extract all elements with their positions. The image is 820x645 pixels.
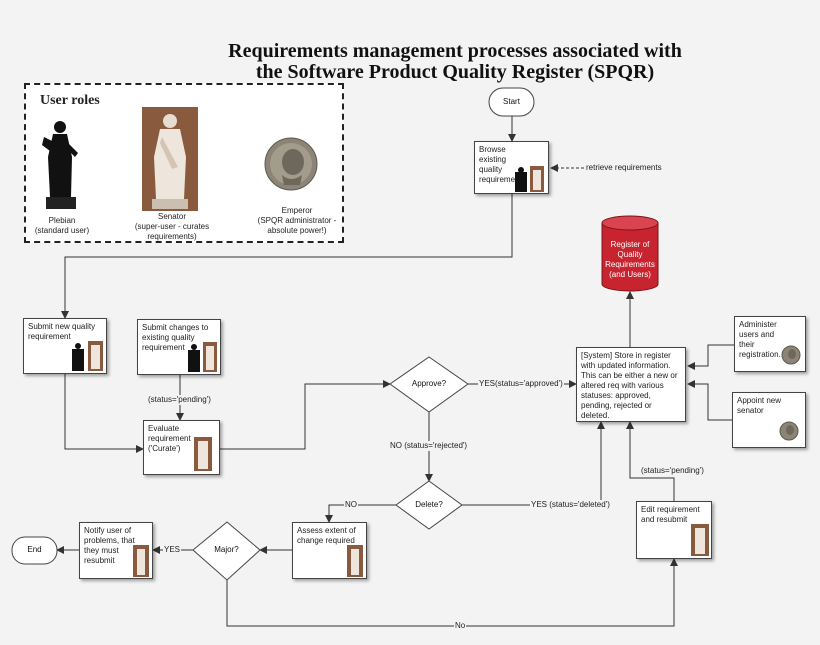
senator-icon (194, 437, 212, 471)
start-terminal (488, 87, 535, 117)
yes-major-label: YES (163, 545, 182, 555)
administer-users-box: Administer users and their registration. (734, 316, 806, 372)
end-label: End (27, 545, 42, 554)
evaluate-label: Evaluate requirement ('Curate') (148, 424, 191, 453)
emperor-caption: Emperor (281, 206, 313, 215)
register-database (601, 215, 659, 292)
user-roles-heading: User roles (40, 93, 100, 108)
pending-status-label: (status='pending') (147, 395, 212, 405)
retrieve-requirements-label: retrieve requirements (585, 163, 663, 173)
notify-user-label: Notify user of problems, that they must … (84, 526, 135, 565)
plebian-senator-icon (72, 341, 103, 371)
administer-users-label: Administer users and their registration. (739, 320, 781, 359)
plebian-statue-icon (42, 121, 78, 209)
diagram-title-line2: the Software Product Quality Register (S… (255, 61, 655, 83)
approved-status-label: YES(status='approved') (478, 379, 564, 389)
senator-icon (133, 545, 149, 577)
appoint-senator-box: Appoint new senator (732, 392, 806, 448)
delete-decision (395, 480, 463, 530)
senator-statue-icon (142, 107, 198, 211)
submit-new-box: Submit new quality requirement (23, 318, 107, 374)
submit-changes-box: Submit changes to existing quality requi… (137, 319, 221, 375)
senator-caption: Senator (157, 212, 187, 221)
user-roles-panel: User roles Plebian (standard user) Senat… (24, 83, 344, 243)
approve-label: Approve? (411, 379, 447, 388)
assess-change-box: Assess extent of change required (292, 522, 367, 579)
emperor-caption-sub: (SPQR administrator - (257, 216, 337, 225)
emperor-caption-sub2: absolute power!) (267, 226, 327, 235)
submit-changes-label: Submit changes to existing quality requi… (142, 323, 209, 352)
notify-user-box: Notify user of problems, that they must … (79, 522, 153, 579)
register-label: Register of Quality Requirements (and Us… (605, 240, 655, 279)
end-terminal (11, 536, 58, 565)
edit-resubmit-label: Edit requirement and resubmit (641, 505, 700, 524)
emperor-coin-icon (264, 137, 318, 191)
browse-requirements-box: Browse existing quality requirements (474, 141, 549, 194)
edit-resubmit-box: Edit requirement and resubmit (636, 501, 712, 559)
browse-requirements-label: Browse existing quality requirements (479, 145, 526, 184)
senator-caption-sub2: requirements) (147, 232, 197, 241)
rejected-status-label: NO (status='rejected') (389, 441, 469, 451)
plebian-senator-icon (188, 342, 217, 372)
plebian-caption: Plebian (48, 216, 76, 225)
plebian-caption-sub: (standard user) (34, 226, 90, 235)
major-decision (192, 521, 261, 581)
emperor-coin-icon (779, 421, 799, 441)
emperor-coin-icon (781, 345, 801, 365)
no-major-label: No (454, 621, 467, 631)
evaluate-box: Evaluate requirement ('Curate') (143, 420, 220, 475)
diagram-title-line1: Requirements management processes associ… (228, 40, 682, 62)
deleted-status-label: YES (status='deleted') (530, 500, 611, 510)
assess-change-label: Assess extent of change required (297, 526, 356, 545)
system-store-box: [System] Store in register with updated … (576, 347, 686, 422)
approve-decision (389, 356, 469, 413)
senator-caption-sub: (super-user - curates (134, 222, 210, 231)
submit-new-label: Submit new quality requirement (28, 322, 96, 341)
appoint-senator-label: Appoint new senator (737, 396, 782, 415)
senator-icon (347, 545, 363, 577)
senator-icon (691, 524, 709, 556)
delete-label: Delete? (415, 500, 443, 509)
major-label: Major? (214, 545, 239, 554)
pending-status-label-2: (status='pending') (640, 466, 705, 476)
no-delete-label: NO (344, 500, 358, 510)
start-label: Start (503, 97, 520, 106)
system-store-label: [System] Store in register with updated … (581, 351, 678, 420)
plebian-senator-icon (515, 166, 544, 192)
